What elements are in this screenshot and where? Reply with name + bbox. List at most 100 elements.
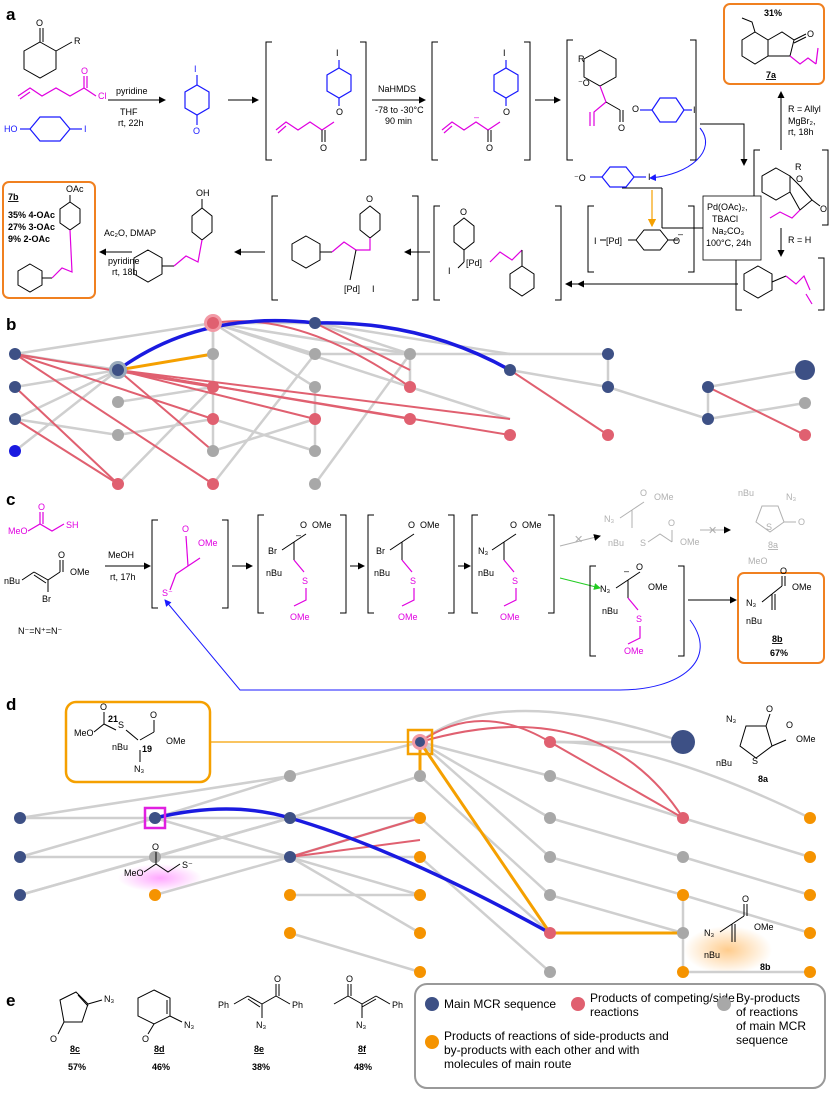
panel-label-c: c bbox=[6, 490, 15, 509]
svg-text:nBu: nBu bbox=[704, 950, 720, 960]
legend-others-label: Products of reactions of side-products a… bbox=[444, 1029, 669, 1071]
svg-text:Ph: Ph bbox=[292, 1000, 303, 1010]
svg-text:N₃: N₃ bbox=[600, 584, 610, 594]
product-8b-label: 8b bbox=[772, 634, 783, 644]
svg-text:46%: 46% bbox=[152, 1062, 170, 1072]
svg-text:⁻O: ⁻O bbox=[574, 173, 586, 183]
svg-text:OMe: OMe bbox=[648, 582, 668, 592]
svg-text:Br: Br bbox=[376, 546, 385, 556]
methyl-thioglycolate-reagent: MeO O SH bbox=[8, 502, 79, 536]
svg-text:O: O bbox=[193, 126, 200, 136]
thioether-callout-structure: MeO O 21 S 19 nBu O OMe N₃ bbox=[74, 702, 186, 774]
panel-label-e: e bbox=[6, 991, 15, 1010]
svg-text:OMe: OMe bbox=[754, 922, 774, 932]
svg-text:N₃: N₃ bbox=[726, 714, 736, 724]
svg-text:N₃: N₃ bbox=[104, 994, 114, 1004]
network-b bbox=[9, 314, 815, 490]
svg-text:nBu: nBu bbox=[738, 488, 754, 498]
svg-text:I: I bbox=[84, 124, 87, 134]
svg-text:O: O bbox=[632, 104, 639, 114]
svg-text:O: O bbox=[766, 704, 773, 714]
svg-text:O: O bbox=[796, 174, 803, 184]
svg-text:S: S bbox=[302, 576, 308, 586]
iodophenolate-byproduct: ⁻O I bbox=[574, 166, 651, 188]
svg-text:OMe: OMe bbox=[796, 734, 816, 744]
svg-text:S: S bbox=[766, 522, 772, 532]
svg-text:O: O bbox=[300, 520, 307, 530]
svg-text:MgBr₂,: MgBr₂, bbox=[788, 116, 816, 126]
svg-text:[Pd]: [Pd] bbox=[606, 236, 622, 246]
svg-text:OMe: OMe bbox=[654, 492, 674, 502]
svg-text:nBu: nBu bbox=[602, 606, 618, 616]
bromo-enolate-intermediate: Br – O OMe nBu S OMe bbox=[257, 514, 347, 622]
svg-text:OMe: OMe bbox=[420, 520, 440, 530]
svg-text:R = Allyl: R = Allyl bbox=[788, 104, 821, 114]
svg-text:O: O bbox=[807, 29, 814, 39]
product-7b-box bbox=[2, 181, 96, 299]
svg-text:-78 to -30°C: -78 to -30°C bbox=[375, 105, 424, 115]
svg-text:[Pd]: [Pd] bbox=[466, 258, 482, 268]
product-7b-label: 7b bbox=[8, 192, 19, 202]
thioether-intermediate: N₃ – O OMe nBu S OMe bbox=[589, 562, 685, 657]
svg-text:19: 19 bbox=[142, 744, 152, 754]
svg-text:OMe: OMe bbox=[290, 612, 310, 622]
svg-text:N₃: N₃ bbox=[356, 1020, 366, 1030]
svg-text:38%: 38% bbox=[252, 1062, 270, 1072]
svg-text:I: I bbox=[693, 105, 696, 115]
svg-text:N₃: N₃ bbox=[256, 1020, 266, 1030]
svg-text:S⁻: S⁻ bbox=[162, 588, 173, 598]
svg-text:nBu: nBu bbox=[716, 758, 732, 768]
svg-text:nBu: nBu bbox=[608, 538, 624, 548]
svg-text:O: O bbox=[460, 207, 467, 217]
svg-text:SH: SH bbox=[66, 520, 79, 530]
svg-text:100°C, 24h: 100°C, 24h bbox=[706, 238, 751, 248]
svg-text:OAc: OAc bbox=[66, 184, 84, 194]
svg-text:MeO: MeO bbox=[124, 868, 144, 878]
svg-text:rt, 18h: rt, 18h bbox=[788, 127, 814, 137]
bromo-ester-intermediate: Br O OMe nBu S OMe bbox=[367, 514, 455, 622]
svg-text:I: I bbox=[594, 236, 597, 246]
svg-text:8c: 8c bbox=[70, 1044, 80, 1054]
svg-text:Br: Br bbox=[268, 546, 277, 556]
svg-text:O: O bbox=[640, 488, 647, 498]
svg-text:O: O bbox=[673, 236, 680, 246]
svg-text:O: O bbox=[81, 66, 88, 76]
svg-text:N₃: N₃ bbox=[746, 598, 756, 608]
svg-text:✕: ✕ bbox=[708, 525, 717, 537]
svg-text:O: O bbox=[786, 720, 793, 730]
svg-text:–: – bbox=[296, 530, 301, 540]
pd-diene-complex: O I [Pd] bbox=[433, 205, 562, 301]
svg-text:N₃: N₃ bbox=[134, 764, 144, 774]
thioether-greyed-intermediate: N₃ O OMe nBu S O OMe bbox=[604, 488, 700, 548]
legend-byprod-marker bbox=[717, 997, 731, 1011]
sodium-azide-reagent: N⁻=N⁺=N⁻ bbox=[18, 626, 63, 636]
svg-text:O: O bbox=[152, 842, 159, 852]
structure-8b: N₃ O OMe nBu 8b bbox=[704, 894, 774, 972]
svg-text:nBu: nBu bbox=[374, 568, 390, 578]
svg-text:O: O bbox=[486, 143, 493, 153]
svg-text:N₃: N₃ bbox=[704, 928, 714, 938]
product-7a-box bbox=[723, 3, 825, 85]
ester-enolate-intermediate: I O – O bbox=[431, 41, 531, 161]
spiro-lactone-intermediate: R O O bbox=[753, 149, 829, 226]
cyclohexanone-reagent: O R bbox=[23, 18, 81, 79]
svg-text:O: O bbox=[182, 524, 189, 534]
svg-text:Ph: Ph bbox=[392, 1000, 403, 1010]
svg-text:O: O bbox=[618, 123, 625, 133]
product-8b-structure: N₃ O OMe nBu 8b 67% bbox=[746, 566, 812, 658]
svg-text:O: O bbox=[100, 702, 107, 712]
svg-text:S: S bbox=[410, 576, 416, 586]
product-7b-structure: OAc bbox=[17, 184, 84, 293]
svg-text:rt, 22h: rt, 22h bbox=[118, 118, 144, 128]
svg-text:O: O bbox=[742, 894, 749, 904]
svg-text:S⁻: S⁻ bbox=[182, 860, 193, 870]
svg-text:O: O bbox=[668, 518, 675, 528]
svg-text:HO: HO bbox=[4, 124, 18, 134]
compound-8e: Ph O Ph N₃ 8e 38% bbox=[218, 974, 303, 1072]
svg-text:8d: 8d bbox=[154, 1044, 165, 1054]
svg-text:–: – bbox=[624, 566, 629, 576]
svg-text:R: R bbox=[578, 54, 585, 64]
svg-text:Ph: Ph bbox=[218, 1000, 229, 1010]
structure-8a: N₃ O O OMe S nBu 8a bbox=[716, 704, 816, 784]
svg-text:O: O bbox=[366, 194, 373, 204]
